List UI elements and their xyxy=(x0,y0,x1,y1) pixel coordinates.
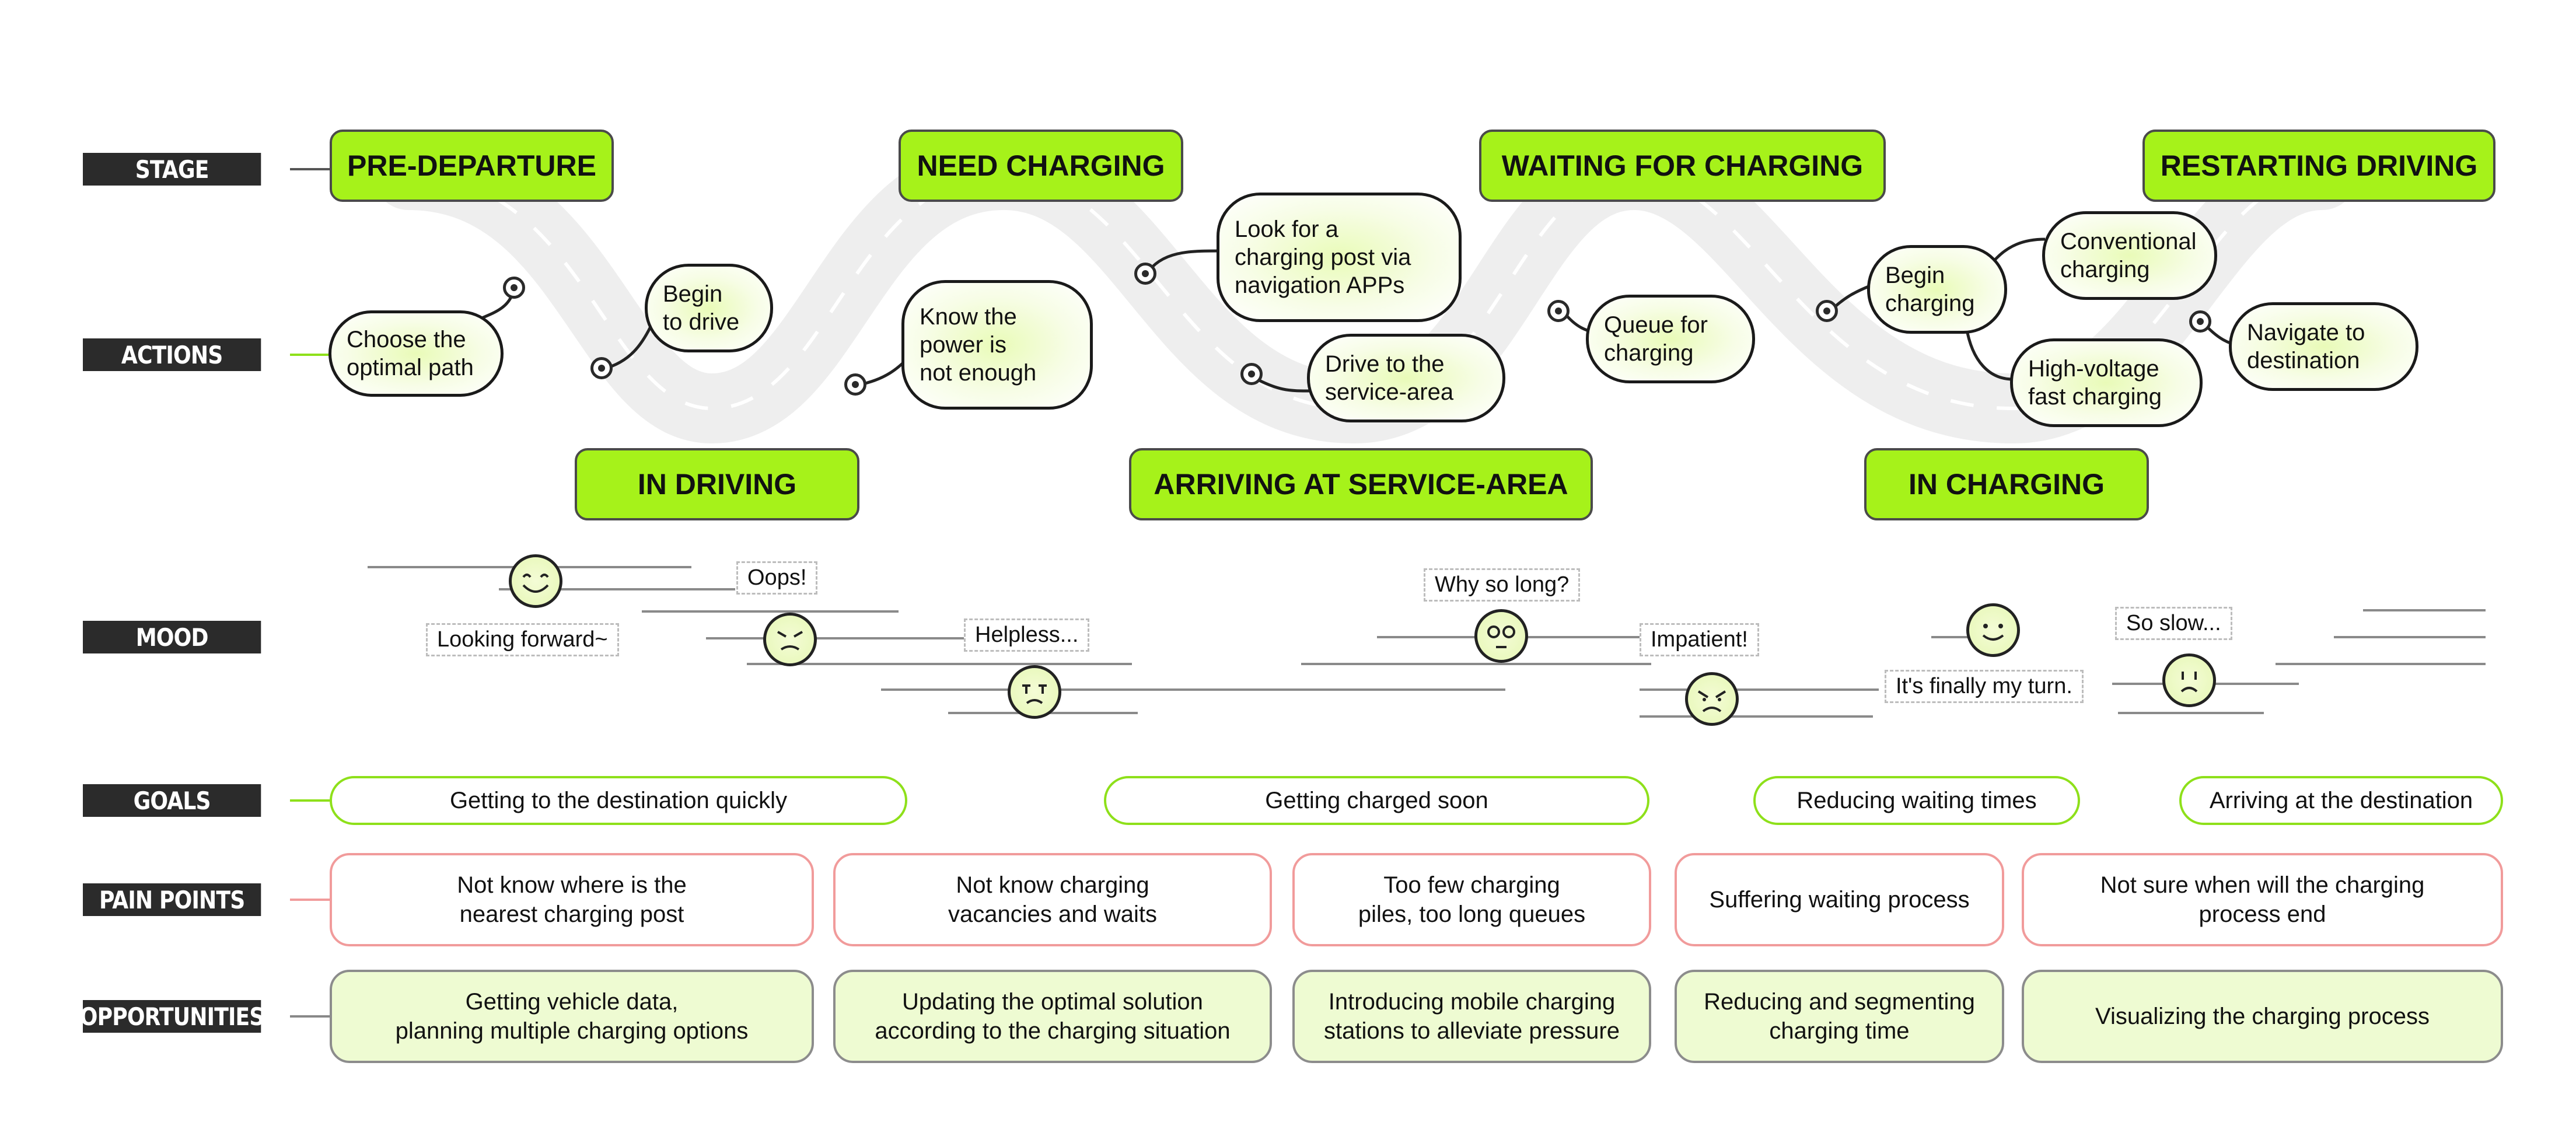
label-mood-text: MOOD xyxy=(135,623,209,652)
action-navigate-to-destination: Navigate to destination xyxy=(2229,302,2418,391)
mood-helpless: Helpless... xyxy=(964,618,1090,652)
pain-point-item: Not sure when will the charging process … xyxy=(2022,853,2503,946)
label-actions-text: ACTIONS xyxy=(121,340,223,369)
stage-need-charging: NEED CHARGING xyxy=(899,130,1183,202)
mood-oops: Oops! xyxy=(736,561,818,595)
smile-face-icon xyxy=(1966,603,2020,657)
stage-in-charging: IN CHARGING xyxy=(1864,448,2149,520)
happy-face-icon xyxy=(509,554,562,608)
opportunity-item: Reducing and segmenting charging time xyxy=(1675,970,2004,1063)
label-goals-text: GOALS xyxy=(133,786,211,815)
action-conventional-charging: Conventional charging xyxy=(2042,211,2217,300)
stage-restarting-driving: RESTARTING DRIVING xyxy=(2142,130,2495,202)
action-begin-charging: Begin charging xyxy=(1867,245,2007,334)
label-pain-points-text: PAIN POINTS xyxy=(99,885,245,914)
mood-why-so-long: Why so long? xyxy=(1424,568,1581,602)
label-actions: ACTIONS xyxy=(83,338,261,371)
dizzy-face-icon xyxy=(1474,609,1528,663)
goal-item: Reducing waiting times xyxy=(1753,776,2080,825)
action-point xyxy=(2189,310,2211,333)
pain-point-item: Suffering waiting process xyxy=(1675,853,2004,946)
mood-looking-forward: Looking forward~ xyxy=(426,623,619,656)
opportunity-item: Updating the optimal solution according … xyxy=(833,970,1272,1063)
action-point xyxy=(1134,263,1156,285)
stage-pre-departure: PRE-DEPARTURE xyxy=(330,130,614,202)
action-high-voltage-fast-charging: High-voltage fast charging xyxy=(2010,338,2203,427)
label-pain-points: PAIN POINTS xyxy=(83,883,261,916)
pain-point-item: Too few charging piles, too long queues xyxy=(1292,853,1651,946)
action-point xyxy=(1547,300,1570,322)
action-point xyxy=(503,277,525,299)
label-opportunities-text: OPPORTUNITIES xyxy=(79,1002,265,1031)
action-queue-for-charging: Queue for charging xyxy=(1586,295,1755,383)
mood-finally-my-turn: It's finally my turn. xyxy=(1885,670,2084,703)
action-look-for-charging-post: Look for a charging post via navigation … xyxy=(1217,193,1462,322)
action-choose-optimal-path: Choose the optimal path xyxy=(328,310,504,397)
angry-face-icon xyxy=(1685,672,1739,726)
goal-item: Getting charged soon xyxy=(1104,776,1649,825)
action-point xyxy=(1816,300,1838,322)
sad-face-icon xyxy=(2162,653,2216,707)
label-opportunities: OPPORTUNITIES xyxy=(79,1000,265,1033)
annoyed-face-icon xyxy=(763,613,817,666)
opportunity-item: Visualizing the charging process xyxy=(2022,970,2503,1063)
action-begin-to-drive: Begin to drive xyxy=(645,264,773,352)
goal-item: Getting to the destination quickly xyxy=(330,776,907,825)
stage-in-driving: IN DRIVING xyxy=(575,448,859,520)
label-mood: MOOD xyxy=(83,621,261,653)
pain-point-item: Not know charging vacancies and waits xyxy=(833,853,1272,946)
label-stage-text: STAGE xyxy=(135,155,209,184)
action-point xyxy=(590,357,613,379)
action-point xyxy=(1240,363,1263,385)
opportunity-item: Getting vehicle data, planning multiple … xyxy=(330,970,814,1063)
action-drive-to-service-area: Drive to the service-area xyxy=(1307,334,1505,422)
mood-impatient: Impatient! xyxy=(1640,623,1759,656)
goal-item: Arriving at the destination xyxy=(2179,776,2503,825)
opportunity-item: Introducing mobile charging stations to … xyxy=(1292,970,1651,1063)
stage-waiting-for-charging: WAITING FOR CHARGING xyxy=(1479,130,1886,202)
mood-so-slow: So slow... xyxy=(2115,607,2232,640)
pain-point-item: Not know where is the nearest charging p… xyxy=(330,853,814,946)
stage-arriving-at-service-area: ARRIVING AT SERVICE-AREA xyxy=(1129,448,1593,520)
label-goals: GOALS xyxy=(83,784,261,817)
label-stage: STAGE xyxy=(83,153,261,186)
action-point xyxy=(844,373,866,396)
action-know-power-not-enough: Know the power is not enough xyxy=(901,280,1093,410)
crying-face-icon xyxy=(1008,665,1061,719)
